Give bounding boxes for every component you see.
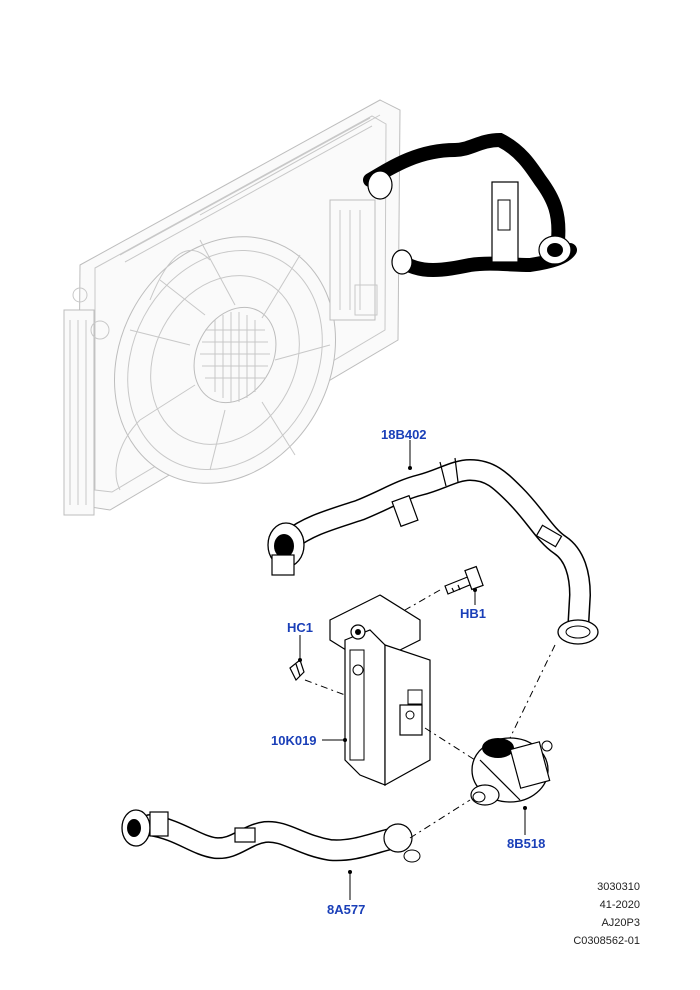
leader-dot-8b518 <box>523 806 527 810</box>
installed-hose-assembly <box>363 132 577 277</box>
clip-hc1[interactable] <box>289 658 305 682</box>
leader-dot-10k019 <box>343 738 347 742</box>
callout-hb1[interactable]: HB1 <box>460 606 487 621</box>
callout-8a577[interactable]: 8A577 <box>327 902 366 917</box>
assembly-center-lines <box>304 589 556 839</box>
reference-line-1: 3030310 <box>597 881 640 893</box>
leader-dot-hc1 <box>298 658 302 662</box>
hose-8a577[interactable] <box>121 809 421 863</box>
callout-hc1[interactable]: HC1 <box>287 620 314 635</box>
callout-10k019[interactable]: 10K019 <box>271 733 317 748</box>
leader-dot-18b402 <box>408 466 412 470</box>
bolt-hb1[interactable] <box>444 565 484 595</box>
bracket-10k019[interactable] <box>329 594 431 787</box>
leader-dot-8a577 <box>348 870 352 874</box>
pump-8b518[interactable] <box>470 737 553 806</box>
reference-block: 3030310 41-2020 AJ20P3 C0308562-01 <box>573 878 640 950</box>
radiator-fan-assembly <box>63 99 401 516</box>
callout-8b518[interactable]: 8B518 <box>507 836 546 851</box>
reference-line-3: AJ20P3 <box>601 917 640 929</box>
leader-dot-hb1 <box>473 588 477 592</box>
reference-line-4: C0308562-01 <box>573 935 640 947</box>
callout-18b402[interactable]: 18B402 <box>381 427 427 442</box>
hose-18b402[interactable] <box>267 457 599 645</box>
reference-line-2: 41-2020 <box>599 899 640 911</box>
